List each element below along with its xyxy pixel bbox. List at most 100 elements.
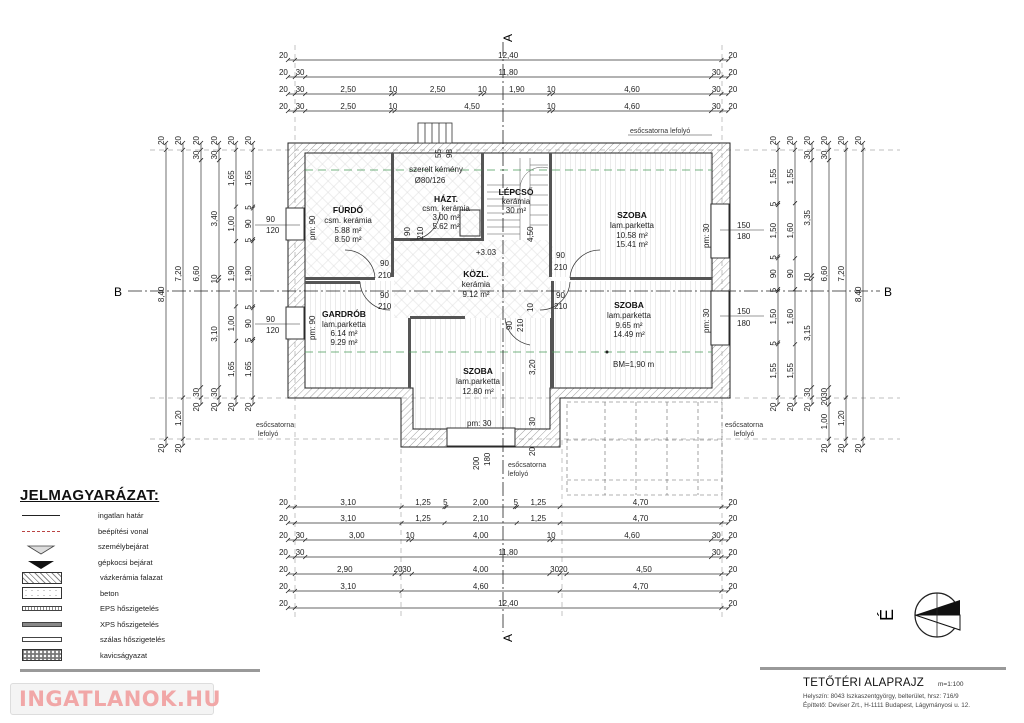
room-szoba-bay: SZOBA lam.parketta 12.80 m² [456, 366, 501, 396]
dimension-tick [557, 504, 563, 510]
svg-text:SZOBA: SZOBA [614, 300, 644, 310]
dimension-label: 1,60 [786, 308, 795, 324]
dimension-tick [719, 554, 724, 560]
dimension-tick [392, 571, 397, 577]
dimension-tick [250, 147, 256, 153]
dimension-label: 1,55 [769, 363, 778, 379]
dimension-label: 10 [406, 531, 415, 540]
dimension-label: 1,65 [244, 361, 253, 377]
location-info: Helyszín: 8043 Iszkaszentgyörgy, belterü… [803, 693, 959, 700]
svg-text:esőcsatorna: esőcsatorna [256, 422, 294, 429]
dimension-label: 4,60 [624, 531, 640, 540]
dimension-tick [557, 571, 563, 577]
dimension-label: 20 [728, 599, 737, 608]
svg-text:KÖZL.: KÖZL. [463, 269, 489, 279]
dimension-label: 30 [712, 85, 721, 94]
dimension-label: 10 [547, 531, 556, 540]
fiber-strip-icon [22, 637, 62, 643]
dimension-tick [250, 338, 256, 344]
dimension-tick [775, 395, 781, 400]
dimension-tick [547, 537, 552, 543]
dimension-label: 6,60 [192, 265, 201, 281]
svg-text:kerámia: kerámia [502, 197, 531, 206]
windows [285, 203, 730, 447]
dimension-label: 30 [402, 565, 411, 574]
dimension-tick [719, 605, 724, 611]
dimension-tick [233, 238, 239, 244]
dimension-label: 1,20 [837, 410, 846, 426]
svg-text:150: 150 [737, 221, 751, 230]
dimension-tick [843, 140, 849, 146]
dimension-tick [809, 402, 815, 407]
svg-text:90: 90 [266, 215, 275, 224]
dimension-tick [726, 554, 731, 560]
svg-text:pm: 90: pm: 90 [308, 215, 317, 240]
dimension-tick [399, 571, 404, 577]
dimension-label: 2,50 [430, 85, 446, 94]
dimension-tick [719, 571, 724, 577]
dimension-tick [826, 395, 832, 400]
dimension-label: 20 [394, 565, 403, 574]
svg-text:csm. kerámia: csm. kerámia [324, 216, 372, 225]
svg-text:150: 150 [737, 307, 751, 316]
dimension-label: 10 [388, 85, 397, 94]
dimension-tick [285, 108, 291, 114]
svg-text:8.50 m²: 8.50 m² [334, 235, 361, 244]
room-szoba-bottom-right: SZOBA lam.parketta 9.65 m² 14.49 m² [607, 300, 652, 339]
svg-text:lefolyó: lefolyó [508, 471, 528, 478]
bm-note: BM=1,90 m [613, 360, 654, 369]
dimension-tick [860, 436, 866, 442]
dimension-label: 10 [803, 272, 812, 281]
eps-strip-icon [22, 606, 62, 612]
dimension-tick [775, 147, 781, 153]
svg-text:+3.03: +3.03 [476, 248, 497, 257]
dimension-label: 10 [210, 274, 219, 283]
dimension-tick [708, 554, 714, 560]
dimension-label: 20 [728, 51, 737, 60]
dimension-tick [809, 273, 815, 278]
dimension-label: 30 [712, 548, 721, 557]
dimension-label: 20 [279, 498, 288, 507]
dimension-label: 5 [244, 237, 253, 242]
dimension-tick [388, 91, 394, 97]
svg-text:lefolyó: lefolyó [258, 431, 278, 438]
svg-text:90: 90 [380, 291, 389, 300]
dimension-tick [809, 140, 815, 146]
dimension-label: 10 [478, 85, 487, 94]
dimension-label: 20 [279, 565, 288, 574]
dimension-label: 20 [227, 402, 236, 411]
svg-text:120: 120 [266, 326, 280, 335]
dimension-label: 5 [769, 341, 778, 346]
svg-text:180: 180 [737, 319, 751, 328]
section-b-left: B [114, 285, 122, 299]
dimension-label: 20 [854, 443, 863, 452]
dimension-tick [216, 147, 222, 153]
dimension-label: 8,40 [854, 286, 863, 302]
dimension-label: 1,25 [415, 498, 431, 507]
dimension-tick [163, 147, 169, 153]
dimension-tick [285, 504, 291, 510]
dimension-tick [250, 206, 256, 211]
svg-text:esőcsatorna: esőcsatorna [508, 462, 546, 469]
dimension-label: 20 [820, 443, 829, 452]
dimension-label: 1,25 [530, 514, 546, 523]
dimension-tick [180, 443, 186, 449]
dimension-tick [514, 520, 520, 526]
dimension-label: 20 [279, 599, 288, 608]
dimension-tick [285, 537, 291, 543]
svg-text:90: 90 [380, 259, 389, 268]
dimension-label: 4,60 [473, 582, 489, 591]
dimension-label: 3,10 [340, 498, 356, 507]
dimension-tick [392, 91, 397, 97]
dimension-label: 5 [244, 304, 253, 309]
dimension-tick [198, 402, 204, 407]
svg-text:90: 90 [505, 321, 514, 330]
dimension-label: 4,50 [464, 102, 480, 111]
svg-text:csm. kerámia: csm. kerámia [422, 204, 470, 213]
dimension-tick [708, 74, 714, 80]
dimension-label: 30 [803, 150, 812, 159]
svg-text:210: 210 [378, 302, 392, 311]
svg-text:210: 210 [554, 302, 568, 311]
dimension-tick [163, 443, 169, 449]
dimension-label: 5 [769, 287, 778, 292]
